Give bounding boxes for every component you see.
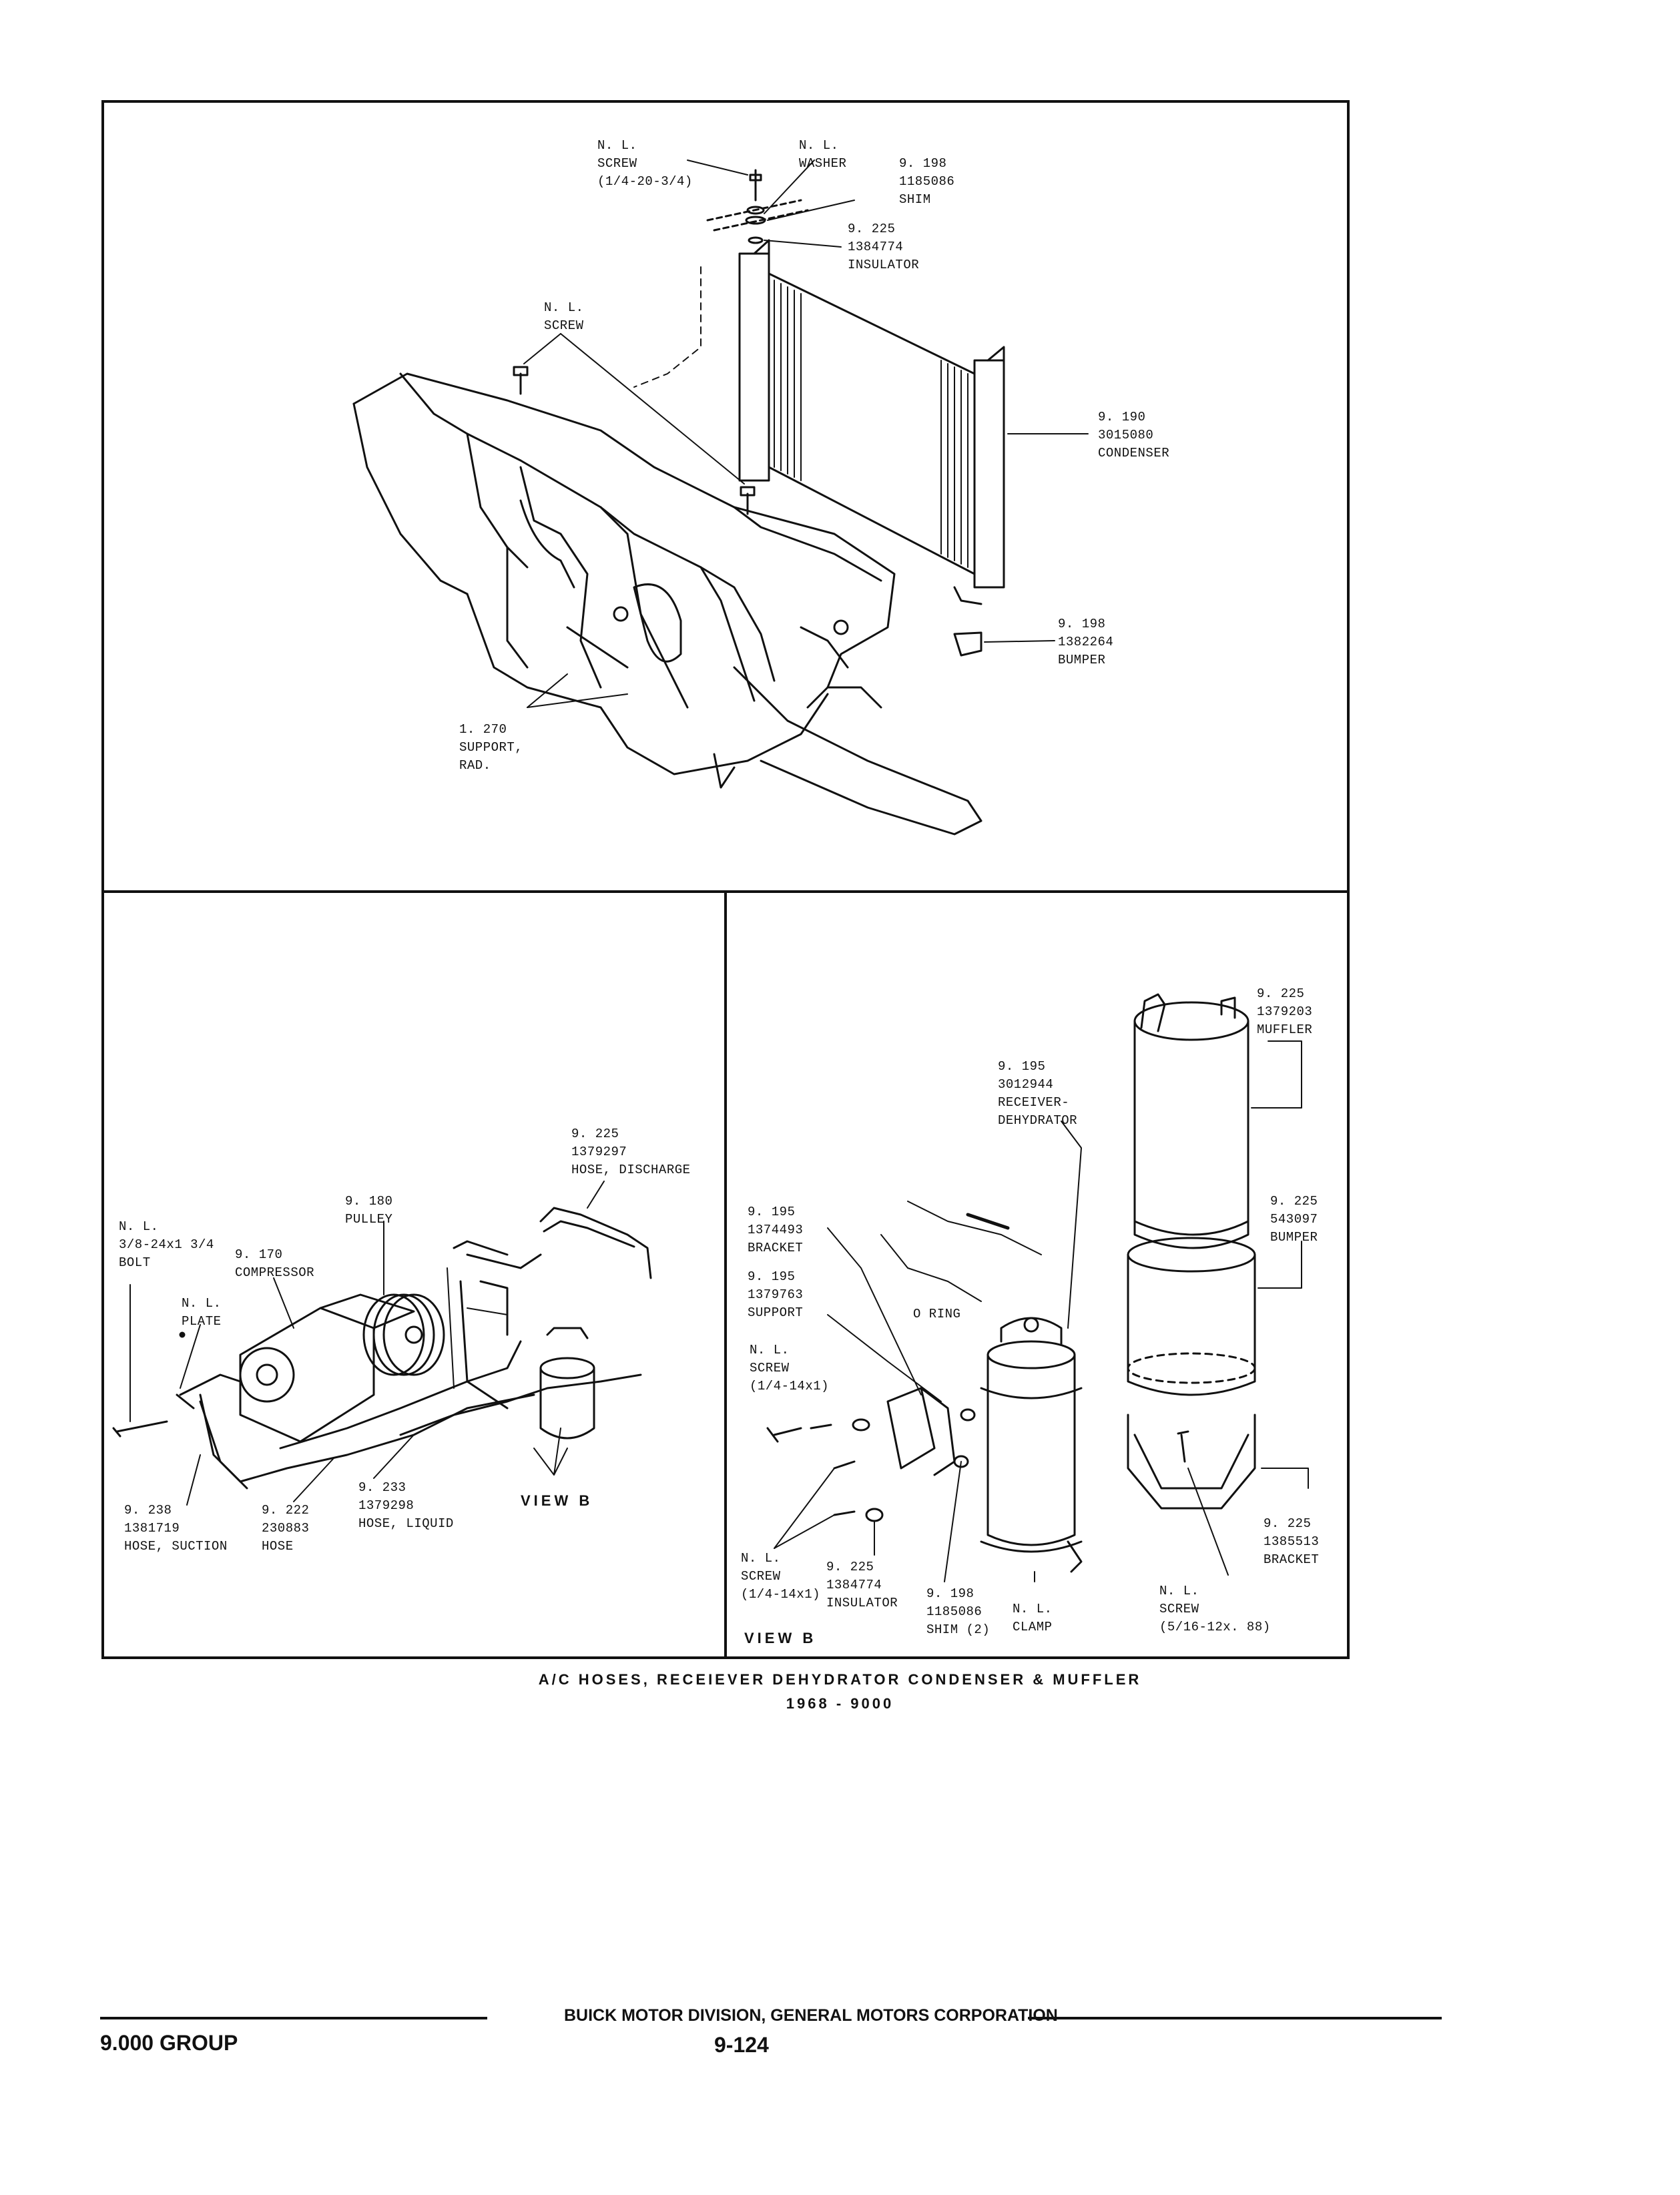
receiver-dehydrator-small-illustration [453, 1240, 595, 1440]
muffler-bumper-illustration [1127, 1237, 1256, 1396]
condenser-mount-hardware-illustration [706, 169, 809, 244]
liquid-hose-illustration [399, 1373, 642, 1436]
callout-insulator: 9. 225 1384774 INSULATOR [848, 222, 920, 272]
footer-rule-right [1028, 2017, 1442, 2019]
figure-caption-subtitle: 1968 - 9000 [786, 1695, 894, 1712]
callout-o-ring: O RING [913, 1307, 961, 1321]
callout-screw-muffler: N. L. SCREW (5/16-12x. 88) [1159, 1584, 1271, 1634]
bolt-illustration [112, 1420, 168, 1438]
callout-bracket-muffler: 9. 225 1385513 BRACKET [1264, 1516, 1320, 1567]
callout-support-rad: 1. 270 SUPPORT, RAD. [459, 722, 523, 773]
receiver-support-illustration [886, 1387, 956, 1476]
callout-bumper-right: 9. 225 543097 BUMPER [1270, 1194, 1318, 1245]
callout-support: 9. 195 1379763 SUPPORT [748, 1269, 804, 1320]
callout-muffler: 9. 225 1379203 MUFFLER [1257, 986, 1313, 1037]
callout-plate: N. L. PLATE [182, 1296, 222, 1329]
top-panel-leader-lines [523, 160, 1089, 708]
callout-hose-liquid: 9. 233 1379298 HOSE, LIQUID [358, 1480, 454, 1531]
callout-shim-right: 9. 198 1185086 SHIM (2) [926, 1586, 991, 1637]
footer-group: 9.000 GROUP [100, 2031, 238, 2055]
callout-bracket: 9. 195 1374493 BRACKET [748, 1205, 804, 1255]
callout-insulator-right: 9. 225 1384774 INSULATOR [826, 1560, 898, 1610]
callout-hose-discharge: 9. 225 1379297 HOSE, DISCHARGE [571, 1127, 691, 1177]
footer-rule-left [100, 2017, 487, 2019]
compressor-illustration [176, 1293, 415, 1443]
callout-screw-top: N. L. SCREW (1/4-20-3/4) [597, 138, 693, 189]
callout-screw-lower: N. L. SCREW (1/4-14x1) [741, 1551, 821, 1602]
left-view-b-label: VIEW B [521, 1492, 593, 1509]
callout-pulley: 9. 180 PULLEY [345, 1194, 393, 1227]
footer-division: BUICK MOTOR DIVISION, GENERAL MOTORS COR… [564, 2006, 1058, 2025]
callout-compressor: 9. 170 COMPRESSOR [235, 1247, 315, 1280]
condenser-bumper-illustration [953, 631, 983, 657]
bottom-right-panel-frame [724, 890, 1350, 1659]
callout-bumper: 9. 198 1382264 BUMPER [1058, 617, 1114, 667]
callout-condenser: 9. 190 3015080 CONDENSER [1098, 410, 1170, 460]
callout-screw-upper: N. L. SCREW (1/4-14x1) [750, 1343, 830, 1393]
radiator-support-illustration [352, 372, 983, 836]
discharge-hose-illustration [466, 1207, 652, 1279]
callout-hose: 9. 222 230883 HOSE [262, 1503, 310, 1554]
callout-shim: 9. 198 1185086 SHIM [899, 156, 955, 207]
callout-receiver-dehydrator: 9. 195 3012944 RECEIVER- DEHYDRATOR [998, 1059, 1078, 1128]
callout-clamp: N. L. CLAMP [1013, 1602, 1053, 1634]
muffler-illustration [1133, 993, 1249, 1249]
left-panel-leader-lines [129, 1181, 605, 1506]
right-panel-leader-lines [774, 1040, 1309, 1582]
condenser-illustration [738, 239, 1005, 605]
right-view-b-label: VIEW B [744, 1630, 817, 1646]
footer-page-number: 9-124 [714, 2033, 769, 2057]
hose-illustration [279, 1340, 522, 1450]
pulley-illustration [362, 1293, 445, 1376]
receiver-dehydrator-illustration [980, 1317, 1083, 1573]
suction-hose-illustration [199, 1393, 535, 1483]
callout-washer: N. L. WASHER [799, 138, 847, 171]
callout-screw-mid: N. L. SCREW [544, 300, 584, 333]
figure-caption-title: A/C HOSES, RECEIEVER DEHYDRATOR CONDENSE… [538, 1671, 1142, 1688]
muffler-bracket-illustration [1127, 1414, 1256, 1510]
callout-bolt: N. L. 3/8-24x1 3/4 BOLT [119, 1219, 214, 1270]
callout-hose-suction: 9. 238 1381719 HOSE, SUCTION [124, 1503, 228, 1554]
